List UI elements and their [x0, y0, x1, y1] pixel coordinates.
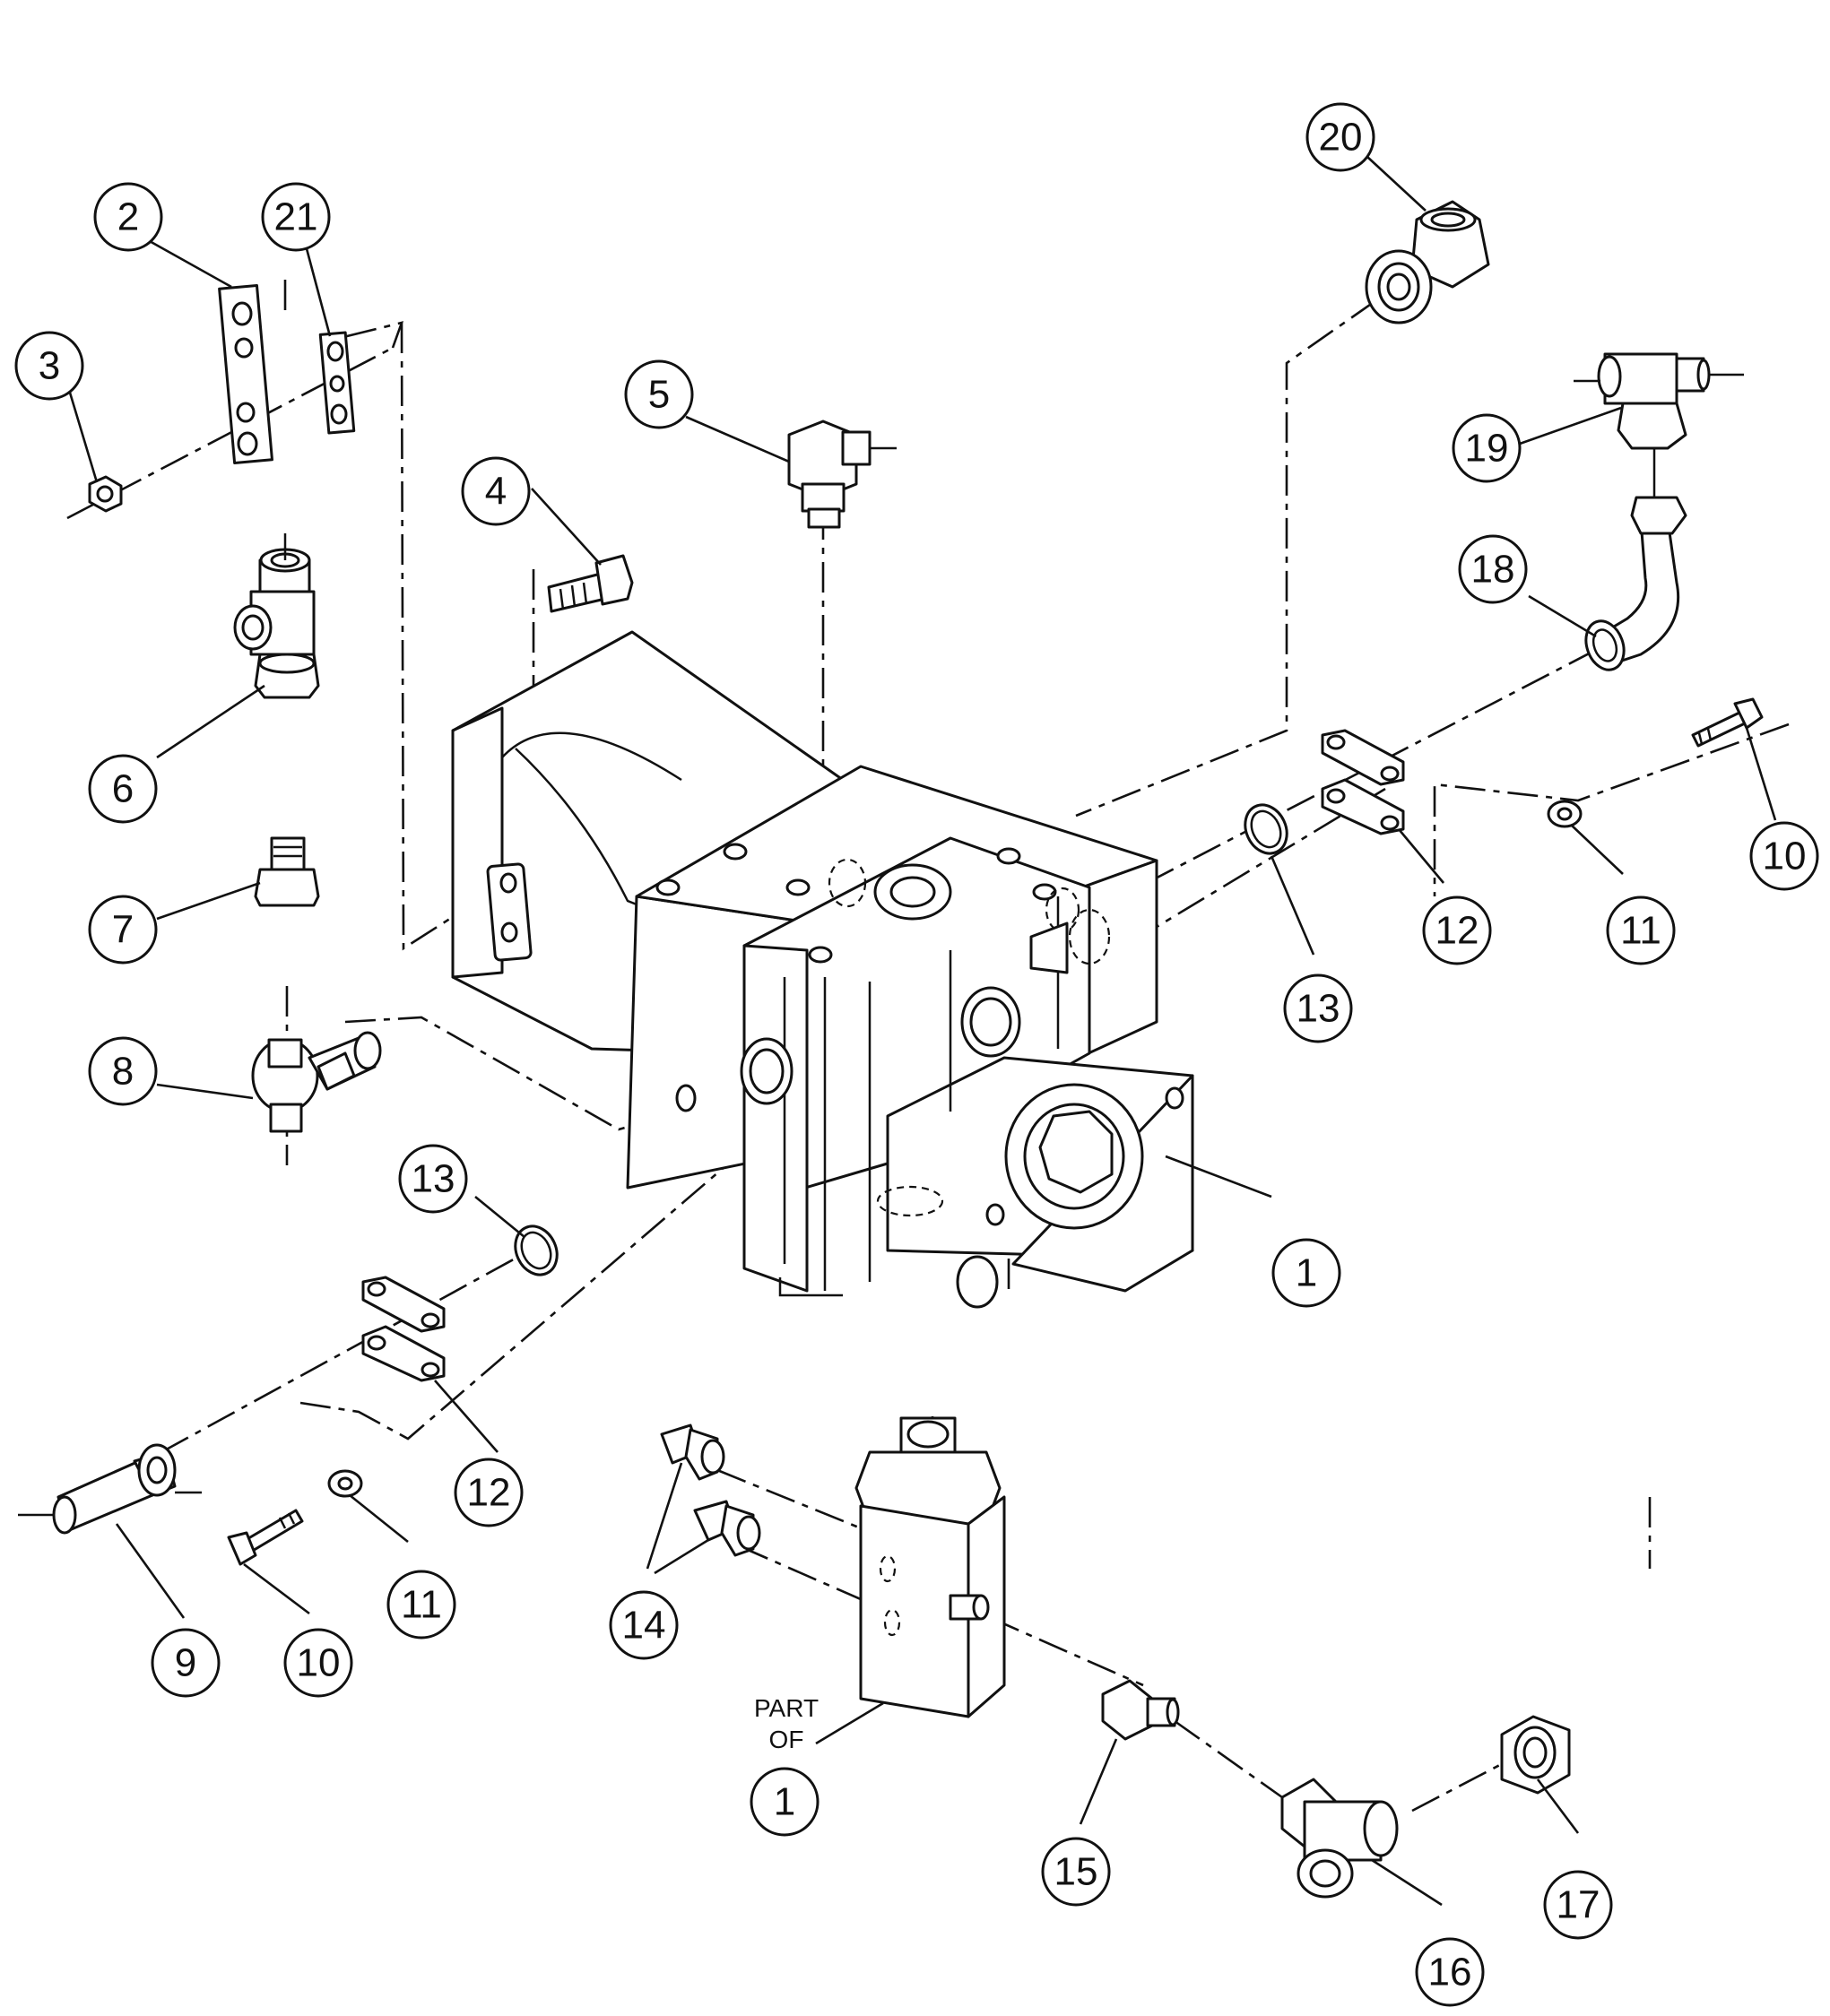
callout-11-right: 11	[1606, 896, 1676, 965]
callout-15: 15	[1041, 1837, 1111, 1907]
callout-2-label: 2	[117, 195, 139, 239]
bolt-4	[547, 554, 634, 613]
callout-2: 2	[93, 182, 163, 252]
callout-8: 8	[88, 1036, 158, 1106]
callout-6: 6	[88, 754, 158, 824]
callout-20-label: 20	[1319, 116, 1363, 160]
callout-15-label: 15	[1054, 1850, 1098, 1894]
elbow-8	[251, 1031, 382, 1133]
valve-block-part-of-1	[854, 1416, 1006, 1718]
callout-21-label: 21	[274, 195, 318, 239]
callout-17-label: 17	[1557, 1883, 1600, 1927]
nut-3	[88, 475, 123, 513]
plate-21	[318, 331, 356, 435]
elbow-5	[787, 420, 897, 529]
pump-housing	[451, 630, 1194, 1297]
part-of-line1: PART	[754, 1694, 819, 1722]
tee-16	[1280, 1778, 1399, 1899]
o-ring-13-right	[1244, 803, 1288, 855]
callout-8-label: 8	[112, 1050, 134, 1094]
callouts: 20 2 21 3 5 19 4 18 6 10 7	[14, 102, 1819, 2007]
washer-11-left	[327, 1469, 363, 1498]
elbow-20	[1365, 200, 1490, 324]
bolt-10-left	[227, 1509, 304, 1566]
callout-21: 21	[261, 182, 331, 252]
callout-9-label: 9	[175, 1641, 196, 1685]
callout-4: 4	[461, 456, 531, 526]
callout-13-right-label: 13	[1297, 987, 1340, 1031]
plate-2	[218, 284, 273, 464]
callout-19: 19	[1452, 413, 1522, 483]
callout-13-right: 13	[1283, 973, 1353, 1043]
part-of-line2: OF	[769, 1726, 804, 1753]
callout-1-part-of-label: 1	[774, 1780, 795, 1824]
callout-16-label: 16	[1428, 1951, 1472, 1994]
callout-3: 3	[14, 331, 84, 401]
callout-11-left: 11	[386, 1570, 456, 1640]
callout-12-left-label: 12	[467, 1471, 511, 1515]
pump-ports	[486, 843, 1184, 1309]
callout-10-left: 10	[283, 1628, 353, 1698]
callout-4-label: 4	[485, 470, 507, 514]
callout-12-left: 12	[454, 1458, 524, 1527]
callout-13-left: 13	[398, 1144, 468, 1214]
elbow-9	[18, 1443, 202, 1535]
flange-12-left	[361, 1276, 446, 1382]
callout-19-label: 19	[1465, 427, 1509, 471]
bolt-10-right	[1691, 697, 1764, 748]
washer-11-right	[1547, 800, 1583, 828]
callout-1: 1	[1271, 1238, 1341, 1308]
callout-13-left-label: 13	[412, 1157, 455, 1201]
tee-6	[233, 533, 320, 699]
callout-18-label: 18	[1471, 548, 1515, 592]
callout-14: 14	[609, 1590, 679, 1660]
callout-11-left-label: 11	[401, 1583, 442, 1627]
part-of-note: PART OF	[754, 1694, 819, 1753]
callout-3-label: 3	[39, 344, 60, 388]
callout-12-right: 12	[1422, 896, 1492, 965]
tube-18	[1584, 496, 1687, 671]
callout-5-label: 5	[648, 373, 670, 417]
callout-7: 7	[88, 895, 158, 965]
plug-15	[1101, 1679, 1180, 1741]
callout-17: 17	[1543, 1870, 1613, 1940]
callout-14-label: 14	[622, 1604, 666, 1648]
callout-1-label: 1	[1296, 1251, 1317, 1295]
callout-20: 20	[1305, 102, 1375, 172]
callout-6-label: 6	[112, 767, 134, 811]
callout-7-label: 7	[112, 908, 134, 952]
callout-16: 16	[1415, 1937, 1485, 2007]
adapter-7	[254, 836, 320, 907]
callout-12-right-label: 12	[1435, 909, 1479, 953]
callout-5: 5	[624, 359, 694, 429]
callout-10-left-label: 10	[297, 1641, 341, 1685]
callout-11-right-label: 11	[1620, 909, 1661, 953]
tee-19	[1574, 352, 1744, 498]
union-17	[1500, 1715, 1571, 1795]
o-ring-13-left	[514, 1224, 559, 1276]
leader-lines	[68, 156, 1777, 1907]
callout-10-right: 10	[1749, 821, 1819, 891]
callout-9: 9	[151, 1628, 221, 1698]
callout-1-part-of: 1	[750, 1767, 820, 1837]
flange-12-right	[1321, 729, 1405, 835]
callout-10-right-label: 10	[1763, 835, 1807, 878]
callout-18: 18	[1458, 534, 1528, 604]
fitting-14	[660, 1423, 761, 1557]
